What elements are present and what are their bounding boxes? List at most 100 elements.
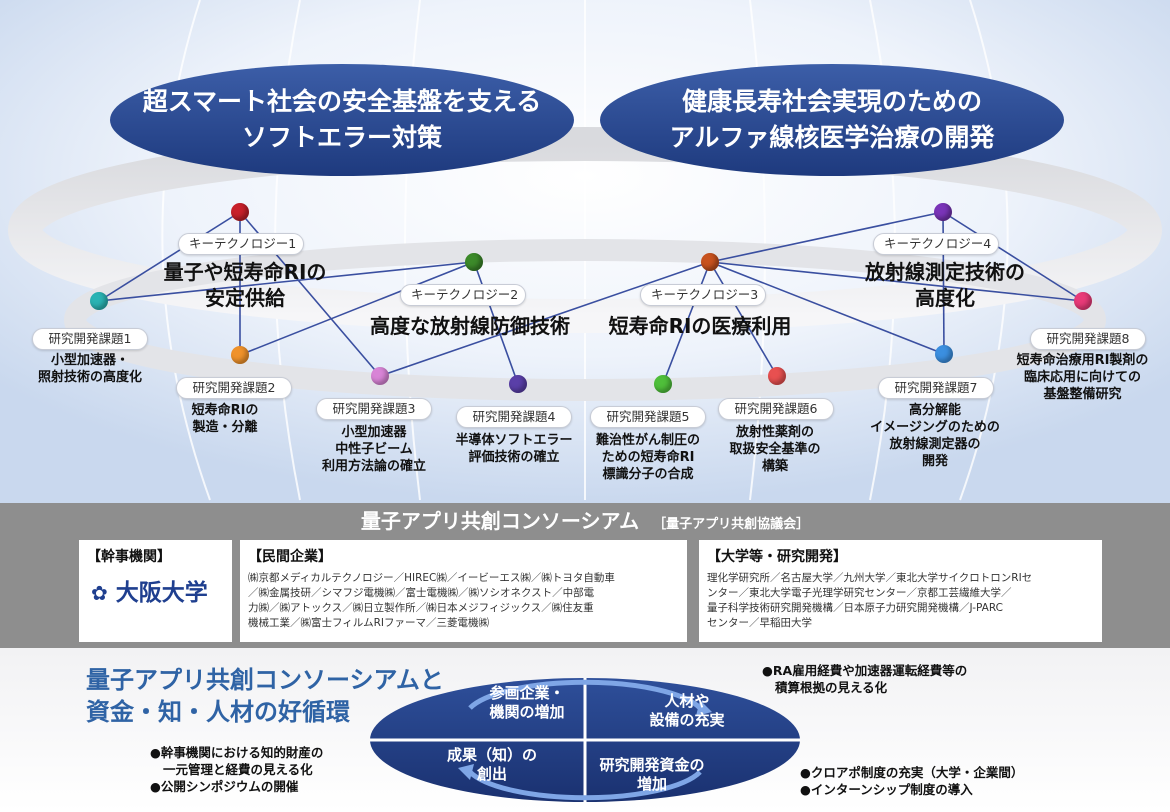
task1-line2: 照射技術の高度化 — [37, 370, 142, 385]
cycle-quadrant-4: 研究開発資金の 増加 — [582, 756, 722, 794]
task6-label: 研究開発課題6 — [718, 398, 834, 420]
kt1-label: キーテクノロジー1 — [178, 233, 304, 255]
universities-list: 理化学研究所／名古屋大学／九州大学／東北大学サイクロトロンRIセ ンター／東北大… — [707, 571, 1032, 631]
companies-line: 力㈱／㈱アトックス／㈱日立製作所／㈱日本メジフィジックス／㈱住友重 — [248, 602, 594, 614]
kt4-title-line1: 放射線測定技術の — [865, 260, 1025, 284]
cycle-arrowhead-right — [696, 700, 712, 716]
companies-header: 【民間企業】 — [248, 549, 332, 565]
inner-ring — [64, 239, 1106, 401]
node-task3 — [371, 367, 389, 385]
task8-line2: 臨床応用に向けての — [1023, 370, 1141, 385]
node-kt1 — [231, 203, 249, 221]
lead-org-box: 【幹事機関】 ✿ 大阪大学 — [79, 540, 232, 642]
task3-line2: 中性子ビーム — [335, 442, 413, 457]
note-bottom-left-line2: 一元管理と経費の見える化 — [163, 762, 313, 777]
universities-line: 理化学研究所／名古屋大学／九州大学／東北大学サイクロトロンRIセ — [707, 572, 1033, 584]
task7-label: 研究開発課題7 — [878, 377, 994, 399]
task8-label: 研究開発課題8 — [1030, 328, 1146, 350]
goal-2: 健康長寿社会実現のための アルファ線核医学治療の開発 — [610, 84, 1054, 156]
companies-box: 【民間企業】 ㈱京都メディカルテクノロジー／HIREC㈱／イービーエス㈱／㈱トヨ… — [240, 540, 687, 642]
companies-line: 機械工業／㈱富士フィルムRIファーマ／三菱電機㈱ — [248, 617, 489, 629]
node-task5 — [654, 375, 672, 393]
goal-ellipse-2 — [600, 64, 1064, 176]
universities-box: 【大学等・研究開発】 理化学研究所／名古屋大学／九州大学／東北大学サイクロトロン… — [699, 540, 1102, 642]
kt4-label: キーテクノロジー4 — [873, 233, 999, 255]
cycle-quadrant-3: 成果（知）の 創出 — [432, 746, 552, 784]
cycle-quadrant-1: 参画企業・ 機関の増加 — [472, 684, 582, 722]
task4-label: 研究開発課題4 — [456, 406, 572, 428]
quadrant-3-line2: 創出 — [476, 765, 507, 783]
quadrant-1-line2: 機関の増加 — [489, 703, 565, 721]
task2-label: 研究開発課題2 — [176, 377, 292, 399]
outer-ring — [8, 127, 1162, 333]
note-bottom-left: ●幹事機関における知的財産の 一元管理と経費の見える化 ●公開シンポジウムの開催 — [150, 744, 323, 795]
task3-line1: 小型加速器 — [341, 425, 407, 440]
note-bottom-right: ●クロアポ制度の充実（大学・企業間） ●インターンシップ制度の導入 — [800, 764, 1023, 798]
task5-line2: ための短寿命RI — [601, 450, 695, 465]
task7-title: 高分解能 イメージングのための 放射線測定器の 開発 — [850, 402, 1020, 470]
quadrant-1-line1: 参画企業・ — [489, 684, 565, 702]
cycle-heading-line1: 量子アプリ共創コンソーシアムと — [86, 666, 444, 694]
universities-line: 量子科学技術研究開発機構／日本原子力研究開発機構／J-PARC — [707, 602, 1003, 614]
node-task2 — [231, 346, 249, 364]
note-top-right: ●RA雇用経費や加速器運転経費等の 積算根拠の見える化 — [762, 662, 967, 696]
note-bottom-right-line2: ●インターンシップ制度の導入 — [800, 782, 973, 797]
task1-title: 小型加速器・ 照射技術の高度化 — [20, 352, 160, 386]
task2-title: 短寿命RIの 製造・分離 — [160, 402, 290, 436]
goal-2-line2: アルファ線核医学治療の開発 — [669, 123, 995, 152]
universities-line: センター／早稲田大学 — [707, 617, 812, 629]
universities-header: 【大学等・研究開発】 — [707, 549, 847, 565]
cycle-heading: 量子アプリ共創コンソーシアムと 資金・知・人材の好循環 — [86, 664, 444, 728]
goal-1: 超スマート社会の安全基盤を支える ソフトエラー対策 — [120, 84, 564, 156]
kt3-label: キーテクノロジー3 — [640, 284, 766, 306]
quadrant-2-line2: 設備の充実 — [649, 711, 725, 729]
goal-1-line2: ソフトエラー対策 — [241, 123, 442, 152]
node-task4 — [509, 375, 527, 393]
task4-title: 半導体ソフトエラー 評価技術の確立 — [446, 432, 582, 466]
note-bottom-right-line1: ●クロアポ制度の充実（大学・企業間） — [800, 765, 1024, 780]
kt1-title-line1: 量子や短寿命RIの — [163, 260, 327, 284]
task4-line2: 評価技術の確立 — [468, 450, 560, 465]
task6-line2: 取扱安全基準の — [729, 442, 821, 457]
lead-org-name: ✿ 大阪大学 — [91, 573, 208, 607]
goal-ellipse-1 — [110, 64, 574, 176]
task5-line3: 標識分子の合成 — [602, 467, 694, 482]
cycle-quadrant-2: 人材や 設備の充実 — [632, 692, 742, 730]
universities-line: ンター／東北大学電子光理学研究センター／京都工芸繊維大学／ — [707, 587, 1012, 599]
task1-line1: 小型加速器・ — [50, 353, 129, 368]
node-task6 — [768, 367, 786, 385]
quadrant-3-line1: 成果（知）の — [446, 746, 537, 764]
kt1-title-line2: 安定供給 — [205, 286, 285, 310]
task6-line3: 構築 — [761, 459, 788, 474]
quadrant-4-line1: 研究開発資金の — [599, 756, 705, 774]
node-task8 — [1074, 292, 1092, 310]
goal-2-line1: 健康長寿社会実現のための — [681, 87, 982, 116]
task4-line1: 半導体ソフトエラー — [455, 433, 573, 448]
consortium-title: 量子アプリ共創コンソーシアム［量子アプリ共創協議会］ — [0, 508, 1170, 538]
kt4-title-line2: 高度化 — [915, 286, 975, 310]
companies-list: ㈱京都メディカルテクノロジー／HIREC㈱／イービーエス㈱／㈱トヨタ自動車 ／㈱… — [248, 571, 615, 631]
task6-line1: 放射性薬剤の — [735, 425, 814, 440]
lead-org-header: 【幹事機関】 — [87, 549, 171, 565]
cycle-arrow-bottom — [468, 770, 702, 801]
node-kt3 — [701, 253, 719, 271]
node-kt2 — [465, 253, 483, 271]
task6-title: 放射性薬剤の 取扱安全基準の 構築 — [710, 424, 840, 475]
note-top-right-line1: ●RA雇用経費や加速器運転経費等の — [762, 663, 968, 678]
task7-line4: 開発 — [921, 454, 948, 469]
task7-line1: 高分解能 — [908, 403, 961, 418]
task5-title: 難治性がん制圧の ための短寿命RI 標識分子の合成 — [578, 432, 718, 483]
task2-line1: 短寿命RIの — [191, 403, 259, 418]
task5-label: 研究開発課題5 — [590, 406, 706, 428]
task8-title: 短寿命治療用RI製剤の 臨床応用に向けての 基盤整備研究 — [1000, 352, 1165, 403]
cycle-arrow-top — [468, 679, 702, 710]
task8-line3: 基盤整備研究 — [1043, 387, 1122, 402]
task5-line1: 難治性がん制圧の — [595, 433, 700, 448]
companies-line: ／㈱金属技研／シマフジ電機㈱／富士電機㈱／㈱ソシオネクスト／中部電 — [248, 587, 595, 599]
consortium-title-text: 量子アプリ共創コンソーシアム — [360, 509, 640, 533]
node-kt4 — [934, 203, 952, 221]
cycle-arrowhead-left — [458, 764, 474, 780]
task3-title: 小型加速器 中性子ビーム 利用方法論の確立 — [306, 424, 442, 475]
kt2-title: 高度な放射線防御技術 — [370, 314, 570, 338]
task3-label: 研究開発課題3 — [316, 398, 432, 420]
